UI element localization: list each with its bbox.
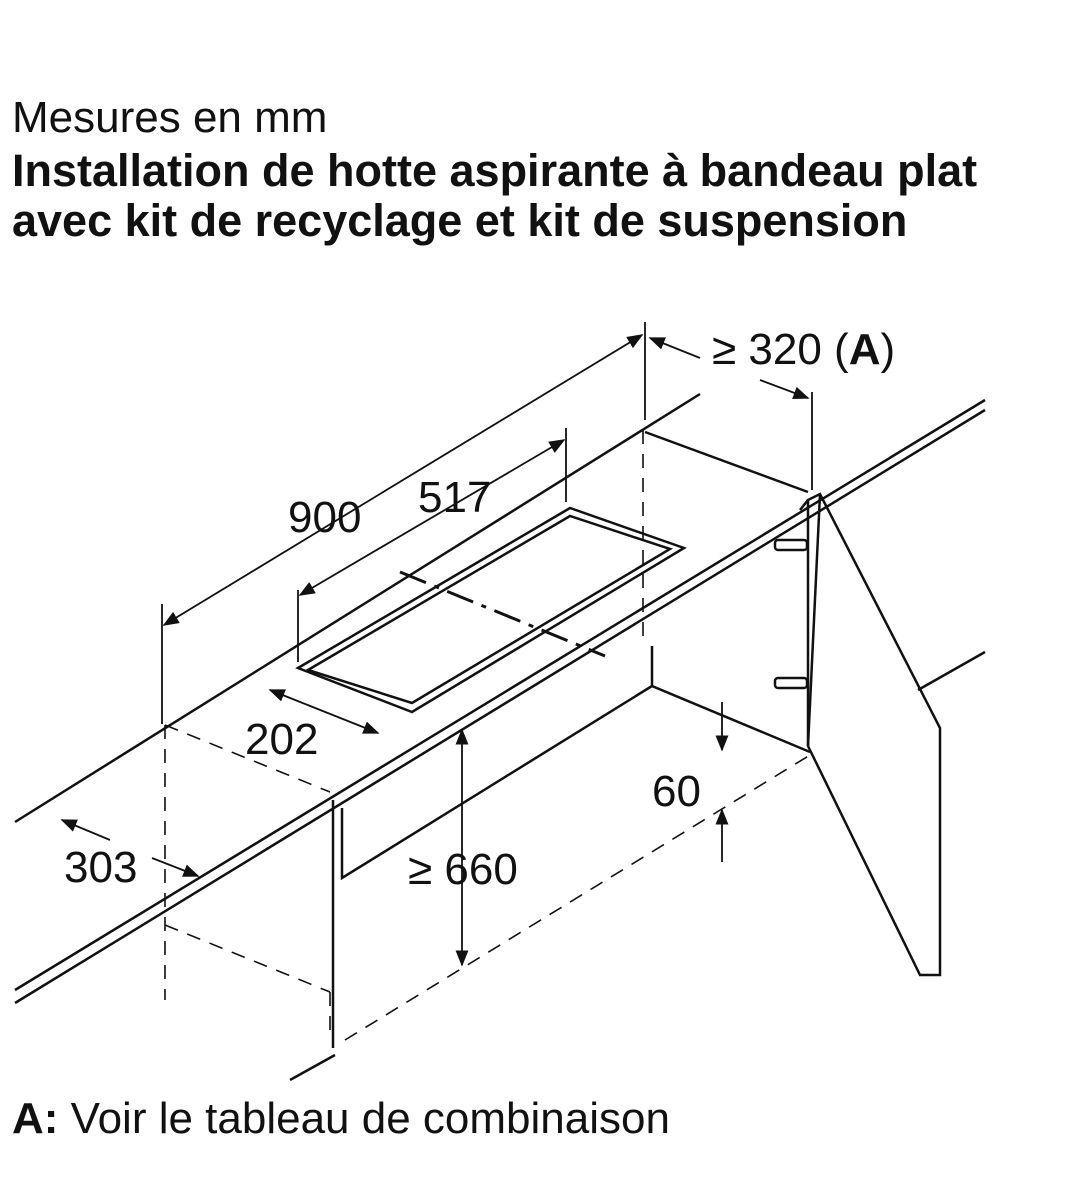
hinge-icon	[773, 538, 809, 690]
dim-320-ref: A	[849, 325, 881, 374]
dimension-arrows	[60, 334, 810, 967]
dim-303-label: 303	[64, 843, 137, 892]
dim-320-open: (	[834, 325, 849, 374]
footnote-key: A:	[12, 1094, 59, 1143]
units-note: Mesures en mm	[12, 93, 328, 142]
extension-lines	[161, 322, 813, 724]
dim-60-label: 60	[652, 767, 701, 816]
worktop	[14, 392, 986, 1082]
dim-900-label: 900	[288, 493, 361, 542]
dim-320-value: ≥ 320	[712, 325, 822, 374]
dim-660-label: ≥ 660	[408, 845, 518, 894]
footnote: A: Voir le tableau de combinaison	[12, 1094, 670, 1144]
dim-320-close: )	[880, 325, 895, 374]
footnote-text: Voir le tableau de combinaison	[58, 1094, 670, 1143]
hood-front-panel	[331, 430, 811, 1048]
dim-517-label: 517	[418, 473, 491, 522]
dim-202-label: 202	[245, 715, 318, 764]
cabinet-door	[799, 492, 986, 977]
dim-320-label: ≥ 320 (A)	[712, 325, 895, 374]
diagram-title: Installation de hotte aspirante à bandea…	[12, 145, 978, 246]
